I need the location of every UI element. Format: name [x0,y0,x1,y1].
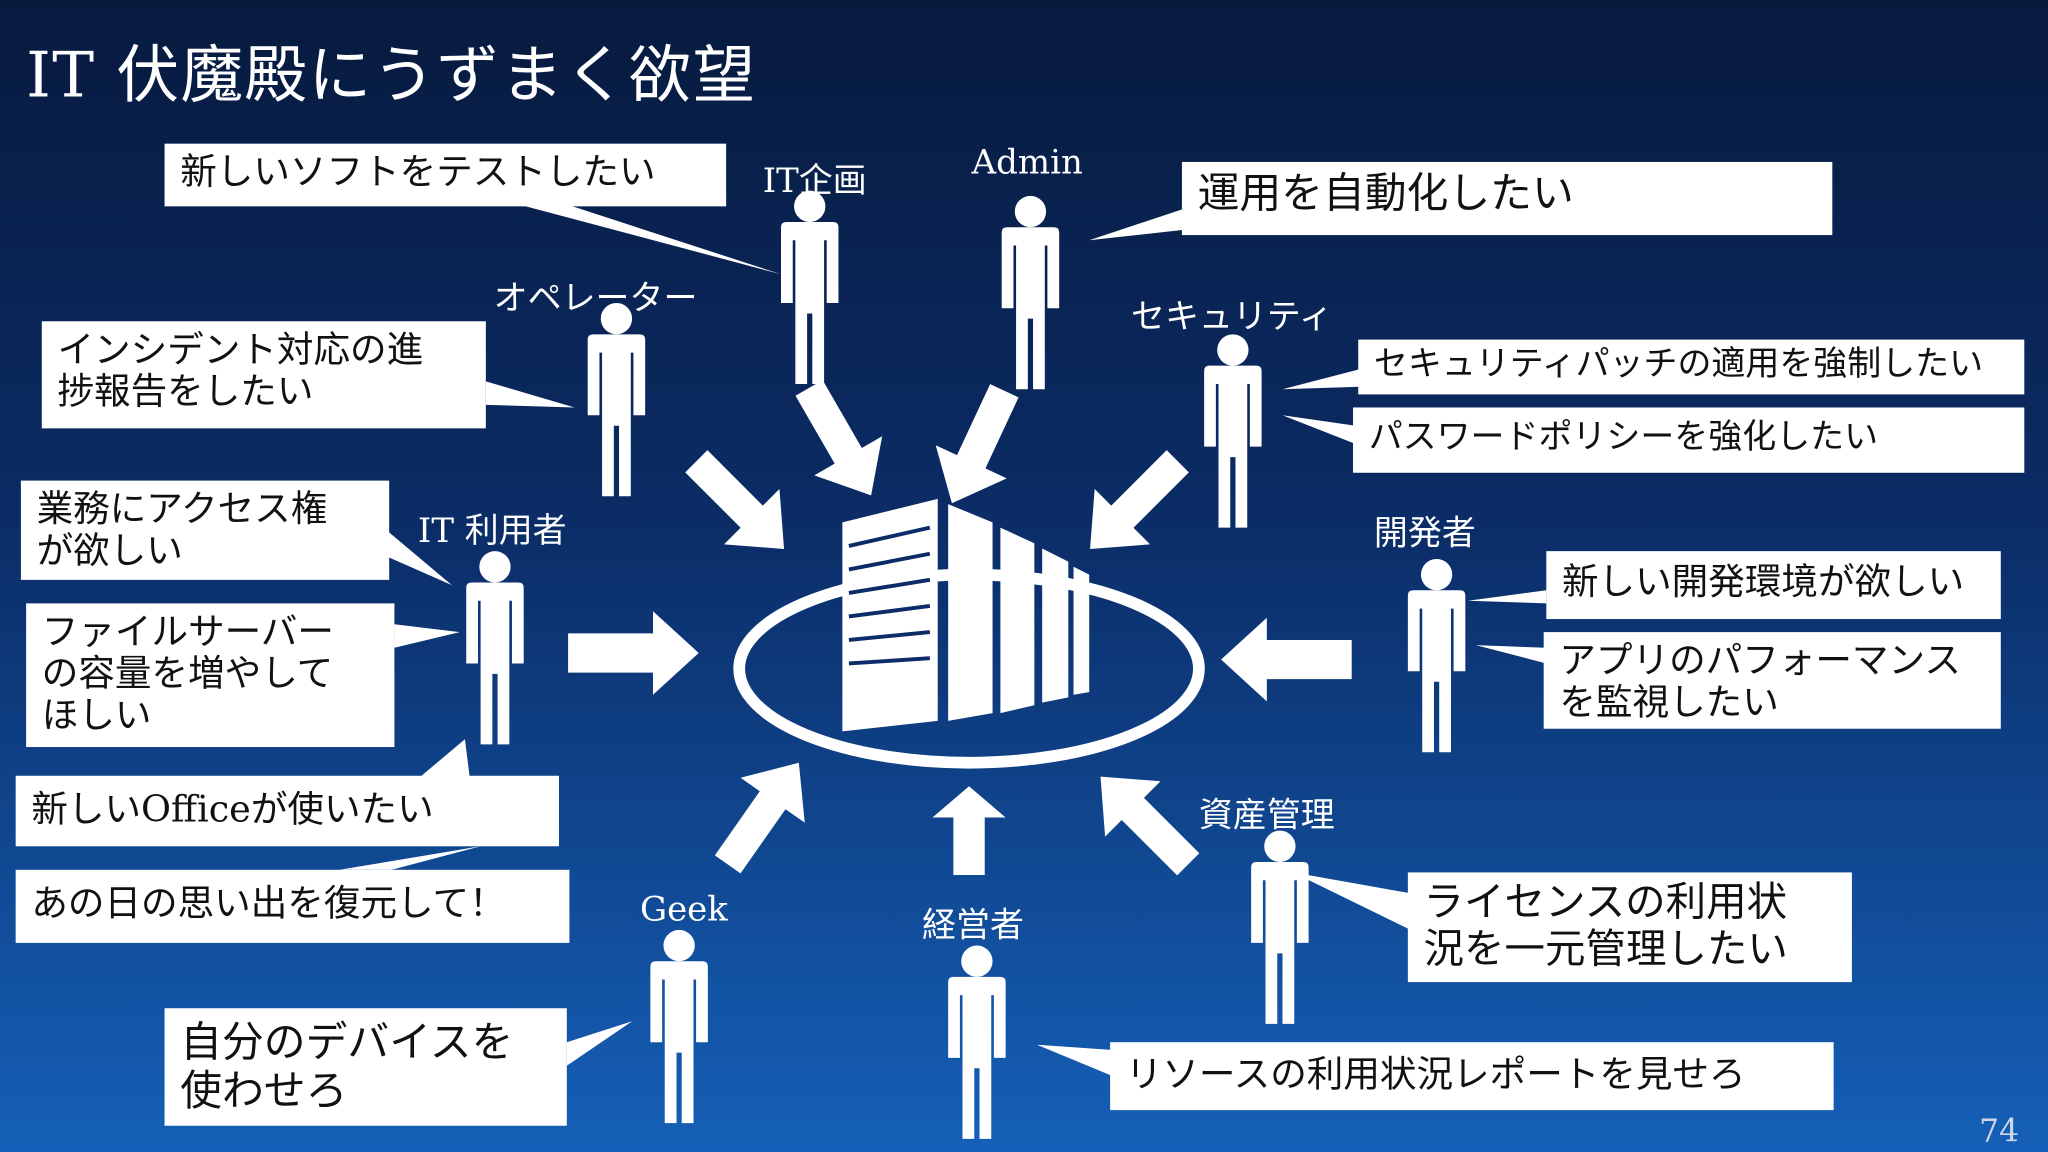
person-icon-developer [1407,558,1466,753]
speech-bubble-security-patch: セキュリティパッチの適用を強制したい [1358,339,2025,395]
bubble-line: 自分のデバイスを [180,1017,514,1068]
page-number: 74 [1979,1112,2020,1150]
role-label-it-planning: IT企画 [762,161,867,202]
role-label-admin: Admin [971,143,1083,183]
bubble-line: の容量を増やして [41,651,334,696]
speech-bubble-access-rights: 業務にアクセス権 が欲しい [20,480,390,580]
speech-bubble-app-monitoring: アプリのパフォーマンス を監視したい [1543,632,2001,729]
person-icon-admin [1001,195,1060,390]
bubble-line: ほしい [41,693,152,738]
role-label-security: セキュリティ [1130,297,1333,337]
bubble-line: 使わせろ [180,1065,348,1116]
bubble-line: 況を一元管理したい [1423,925,1788,973]
bubble-line: アプリのパフォーマンス [1559,638,1961,682]
slide-title: IT 伏魔殿にうずまく欲望 [26,39,757,113]
speech-bubble-dev-env: 新しい開発環境が欲しい [1546,551,2001,620]
speech-bubble-restore: あの日の思い出を復元して！ [15,869,570,943]
person-icon-operator [587,302,646,497]
speech-bubble-new-software: 新しいソフトをテストしたい [164,143,727,207]
speech-bubble-file-server: ファイルサーバー の容量を増やして ほしい [26,603,395,748]
role-label-geek: Geek [639,890,728,930]
speech-bubble-password-policy: パスワードポリシーを強化したい [1353,407,2025,473]
speech-bubble-automate-ops: 運用を自動化したい [1181,161,1833,236]
person-icon-it-user [466,551,524,745]
person-icon-security [1204,334,1262,528]
bubble-line: ライセンスの利用状 [1423,878,1788,926]
role-label-asset-mgmt: 資産管理 [1198,796,1335,836]
datacenter-icon [733,498,1205,769]
speech-bubble-new-office: 新しいOfficeが使いたい [15,775,559,847]
bubble-line: が欲しい [36,529,183,573]
bubble-line: ファイルサーバー [41,609,334,653]
person-icon-geek [650,929,708,1124]
role-label-operator: オペレーター [493,279,698,319]
speech-bubble-byod: 自分のデバイスを 使わせろ [164,1008,567,1126]
person-icon-it-planning [780,190,839,384]
bubble-line: 捗報告をしたい [57,369,314,413]
bubble-line: を監視したい [1559,680,1779,724]
person-icon-asset-mgmt [1251,830,1309,1024]
arrow-icons [568,380,1352,876]
person-icon-executive [948,945,1006,1139]
role-label-it-user: IT 利用者 [417,511,567,552]
speech-bubble-incident-report: インシデント対応の進 捗報告をしたい [41,321,486,429]
bubble-line: インシデント対応の進 [57,327,424,371]
bubble-line: 業務にアクセス権 [36,487,328,531]
speech-bubble-license-mgmt: ライセンスの利用状 況を一元管理したい [1407,872,1852,983]
speech-bubble-usage-report: リソースの利用状況レポートを見せろ [1110,1042,1834,1111]
role-label-developer: 開発者 [1373,514,1476,554]
role-label-executive: 経営者 [922,906,1024,946]
